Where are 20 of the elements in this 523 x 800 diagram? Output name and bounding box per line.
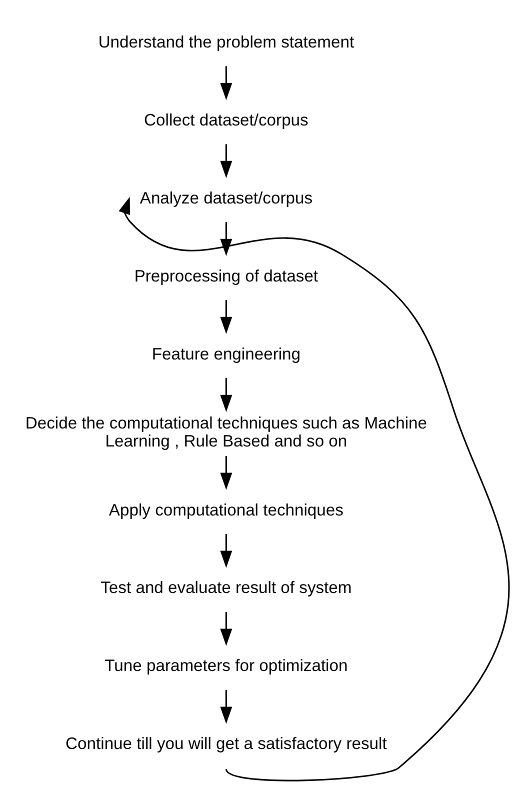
arrow bbox=[220, 456, 232, 490]
node-text: Analyze dataset/corpus bbox=[140, 188, 313, 207]
arrow bbox=[220, 534, 232, 568]
arrow bbox=[220, 300, 232, 334]
node-text: Test and evaluate result of system bbox=[100, 578, 352, 597]
node-text: Understand the problem statement bbox=[98, 32, 354, 51]
arrow bbox=[118, 196, 510, 781]
node-text: Apply computational techniques bbox=[108, 500, 344, 519]
arrow bbox=[220, 222, 232, 256]
node-text: Preprocessing of dataset bbox=[134, 266, 318, 285]
node-text: Continue till you will get a satisfactory result bbox=[66, 734, 387, 753]
arrow bbox=[220, 689, 232, 724]
arrow bbox=[220, 66, 232, 100]
arrow bbox=[220, 611, 232, 646]
arrow bbox=[220, 378, 232, 412]
arrow bbox=[220, 144, 232, 178]
node-text: Tune parameters for optimization bbox=[104, 656, 348, 675]
node-text: Feature engineering bbox=[152, 344, 301, 363]
node-text: Decide the computational techniques such as Machine Learning , Rule Based and so on bbox=[25, 412, 428, 450]
node-text: Collect dataset/corpus bbox=[144, 110, 308, 129]
